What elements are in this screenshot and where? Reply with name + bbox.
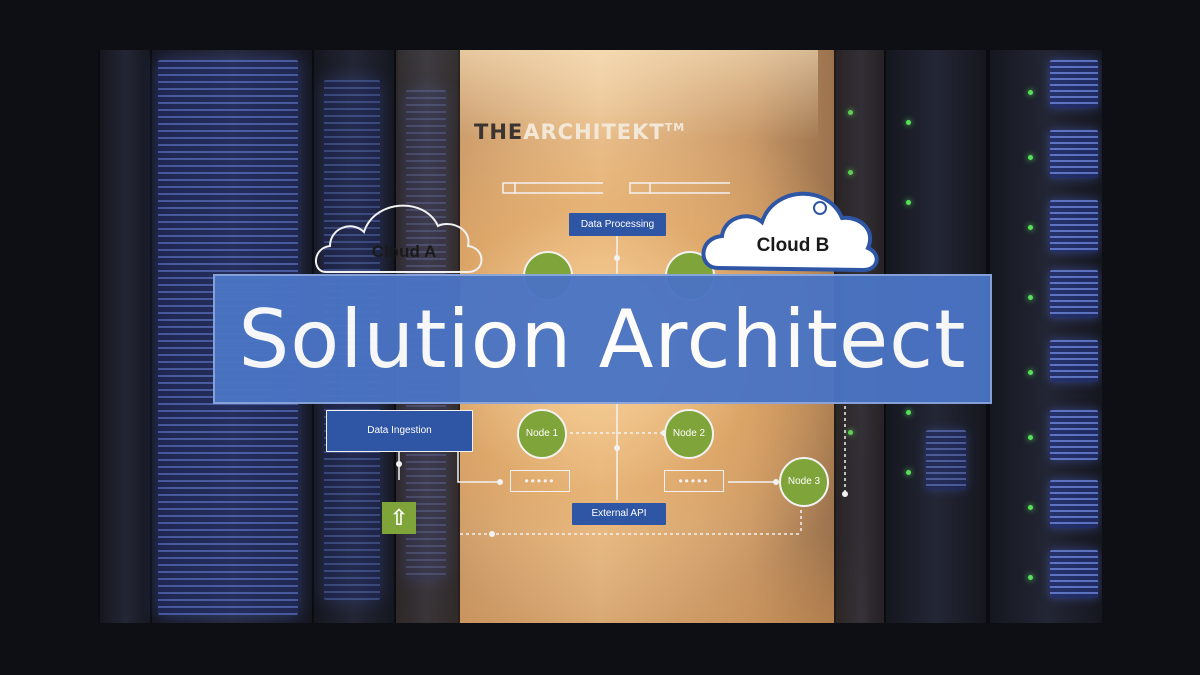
status-led <box>848 430 853 435</box>
up-arrow-icon: ⇧ <box>382 502 416 534</box>
server-screen <box>1050 60 1098 108</box>
ceiling-light <box>398 50 818 140</box>
external-api-tag: External API <box>572 503 666 525</box>
cloud-b-shape <box>701 191 879 273</box>
status-led <box>1028 505 1033 510</box>
status-led <box>1028 370 1033 375</box>
brand-name-light: ARCHITEKT <box>523 120 665 144</box>
cloud-b-label: Cloud B <box>756 235 830 256</box>
brand-logo: THEARCHITEKTTM <box>474 120 685 144</box>
data-packet-right: ••••• <box>664 470 724 492</box>
server-screen <box>1050 410 1098 460</box>
connector-terminal <box>502 182 516 194</box>
server-screen <box>1050 200 1098 252</box>
status-led <box>906 120 911 125</box>
status-led <box>906 410 911 415</box>
status-led <box>1028 155 1033 160</box>
status-led <box>1028 435 1033 440</box>
status-led <box>848 170 853 175</box>
status-led <box>1028 295 1033 300</box>
headline-banner: Solution Architect <box>213 274 992 404</box>
server-rack <box>988 50 1102 623</box>
server-screen <box>926 430 966 490</box>
node-1: Node 1 <box>517 409 567 459</box>
trademark-mark: TM <box>664 121 686 134</box>
node-3: Node 3 <box>779 457 829 507</box>
status-led <box>848 110 853 115</box>
status-led <box>906 200 911 205</box>
connector-terminal <box>629 182 651 194</box>
node-2: Node 2 <box>664 409 714 459</box>
server-screen <box>1050 340 1098 382</box>
brand-name-dark: THE <box>474 120 524 144</box>
status-led <box>1028 90 1033 95</box>
data-processing-tag: Data Processing <box>569 213 666 236</box>
status-led <box>1028 575 1033 580</box>
headline-text: Solution Architect <box>238 292 967 386</box>
data-ingestion-tag: Data Ingestion <box>326 410 473 452</box>
server-screen <box>1050 270 1098 318</box>
data-packet-left: ••••• <box>510 470 570 492</box>
server-screen <box>1050 130 1098 178</box>
server-screen <box>1050 550 1098 598</box>
server-rack <box>98 50 154 623</box>
cloud-a-label: Cloud A <box>371 242 437 261</box>
status-led <box>906 470 911 475</box>
hero-image: THEARCHITEKTTM Data Processing Cloud A C… <box>98 50 1102 623</box>
status-led <box>1028 225 1033 230</box>
server-screen <box>1050 480 1098 528</box>
cloud-a-shape <box>315 204 483 273</box>
